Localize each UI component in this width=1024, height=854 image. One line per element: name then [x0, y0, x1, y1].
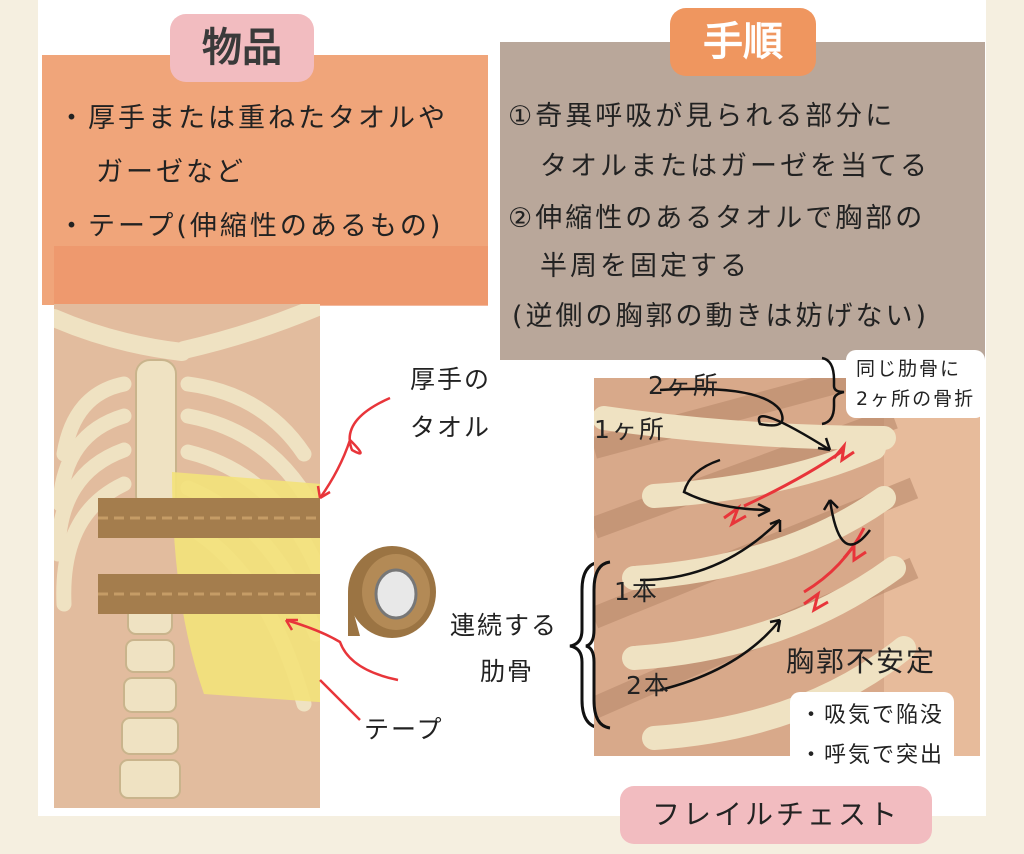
label-two-ribs: 2本 — [626, 671, 671, 700]
flail-chest-badge: フレイルチェスト — [620, 786, 932, 844]
left-annotation-arrows — [284, 396, 399, 721]
steps-line-4: 半周を固定する — [540, 251, 750, 282]
items-line-3: ・テープ(伸縮性のあるもの) — [58, 211, 444, 242]
note-exhale: ・呼気で突出 — [800, 743, 945, 768]
label-one-rib: 1本 — [614, 577, 659, 606]
label-ribs-line1: 連続する — [450, 611, 559, 640]
label-tape: テープ — [364, 715, 444, 744]
note-same-rib-line1: 同じ肋骨に — [856, 358, 962, 380]
tape-roll-icon — [330, 540, 440, 640]
steps-line-2: タオルまたはガーゼを当てる — [540, 151, 930, 182]
label-two-places: 2ヶ所 — [648, 371, 720, 400]
label-towel-line1: 厚手の — [410, 365, 492, 394]
steps-panel — [500, 42, 985, 360]
brace-icon — [569, 560, 601, 730]
note-breathing: ・吸気で陥没 ・呼気で突出 — [790, 692, 955, 780]
items-title: 物品 — [170, 14, 314, 82]
steps-line-3: ②伸縮性のあるタオルで胸部の — [508, 203, 926, 234]
items-panel-shade — [54, 246, 488, 306]
note-same-rib-line2: 2ヶ所の骨折 — [856, 388, 976, 410]
right-annotation-arrows — [639, 387, 871, 692]
brace-small-icon — [821, 356, 845, 426]
items-line-1: ・厚手または重ねたタオルや — [58, 103, 448, 134]
note-inhale: ・吸気で陥没 — [800, 703, 945, 728]
steps-line-5: (逆側の胸郭の動きは妨げない) — [512, 301, 930, 332]
label-one-place: 1ヶ所 — [594, 415, 666, 444]
brace-ribs-icon — [585, 560, 611, 730]
label-instability: 胸郭不安定 — [786, 645, 937, 678]
label-ribs-line2: 肋骨 — [480, 657, 535, 686]
note-same-rib: 同じ肋骨に 2ヶ所の骨折 — [846, 350, 986, 418]
items-line-2: ガーゼなど — [96, 157, 246, 188]
steps-line-1: ①奇異呼吸が見られる部分に — [508, 101, 896, 132]
steps-title: 手順 — [670, 8, 816, 76]
label-towel-line2: タオル — [410, 413, 492, 442]
chest-illustration — [54, 304, 320, 808]
